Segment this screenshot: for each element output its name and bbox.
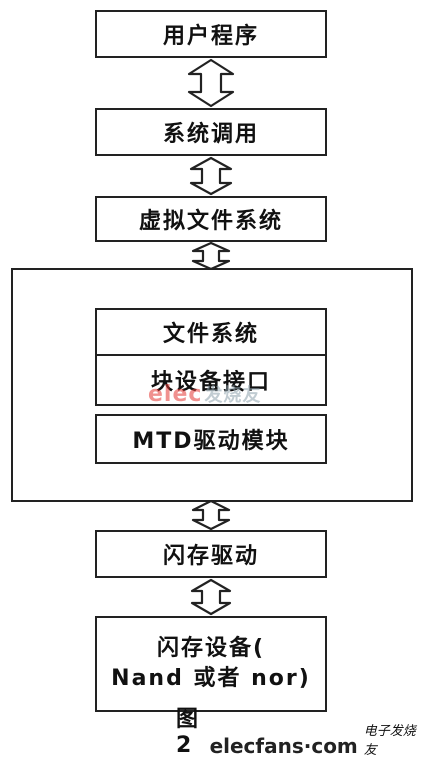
flash-driver-box: 闪存驱动: [95, 530, 327, 578]
system-call-box: 系统调用: [95, 108, 327, 156]
bidirectional-arrow-icon: [191, 242, 231, 270]
bidirectional-arrow-icon: [189, 156, 233, 196]
mtd-driver-module-box: MTD驱动模块: [95, 414, 327, 464]
block-device-interface-label: 块设备接口: [150, 370, 271, 395]
user-program-label: 用户程序: [162, 24, 259, 49]
user-program-box: 用户程序: [95, 10, 327, 58]
figure-caption: 图2 elecfans·com 电子发烧友: [176, 707, 416, 758]
figure-label: 图2: [176, 707, 200, 758]
flash-device-label-line1: 闪存设备(: [156, 636, 266, 662]
site-name: elecfans·com: [209, 734, 358, 758]
file-system-label: 文件系统: [162, 322, 259, 347]
vfs-label: 虚拟文件系统: [138, 209, 283, 234]
flash-device-box: 闪存设备( Nand 或者 nor): [95, 616, 327, 712]
brand-name: 电子发烧友: [363, 724, 416, 758]
file-system-box: 文件系统: [95, 308, 327, 356]
flash-device-label-line2: Nand 或者 nor): [111, 666, 311, 691]
flash-driver-label: 闪存驱动: [162, 544, 259, 569]
bidirectional-arrow-icon: [190, 578, 232, 616]
vfs-box: 虚拟文件系统: [95, 196, 327, 242]
bidirectional-arrow-icon: [187, 58, 235, 108]
system-call-label: 系统调用: [162, 122, 259, 147]
mtd-driver-module-label: MTD驱动模块: [132, 429, 290, 454]
bidirectional-arrow-icon: [191, 500, 231, 530]
block-device-interface-box: 块设备接口: [95, 354, 327, 406]
